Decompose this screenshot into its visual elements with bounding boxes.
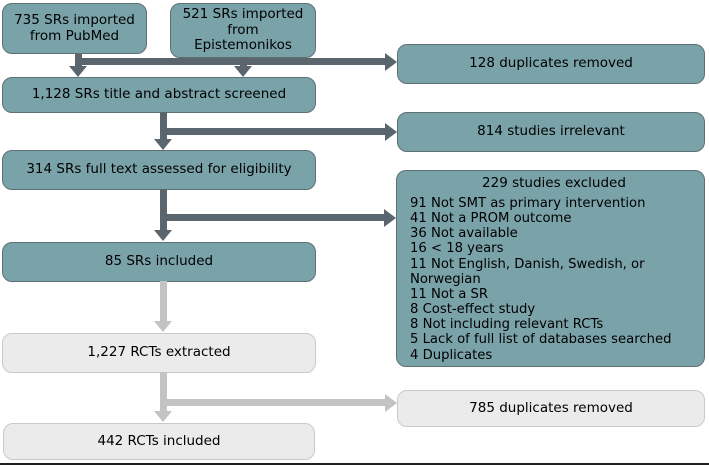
arrowhead-screened-down: [154, 139, 172, 150]
excluded-item: 11 Not a SR: [410, 286, 489, 302]
box-studies-irrelevant: 814 studies irrelevant: [397, 112, 705, 152]
excluded-item: 4 Duplicates: [410, 347, 493, 363]
figure-bottom-border: [0, 463, 709, 465]
excluded-item: 11 Not English, Danish, Swedish, or Norw…: [410, 256, 645, 287]
connector-to-duplicates-128: [76, 58, 385, 65]
arrowhead-excluded: [384, 209, 396, 227]
excluded-item: 8 Not including relevant RCTs: [410, 317, 604, 333]
box-title-abstract-screened: 1,128 SRs title and abstract screened: [2, 77, 316, 113]
box-epistemonikos-imported: 521 SRs imported from Epistemonikos: [170, 3, 316, 58]
box-srs-included: 85 SRs included: [2, 242, 316, 282]
box-pubmed-imported: 735 SRs imported from PubMed: [2, 3, 147, 54]
connector-to-irrelevant: [163, 128, 385, 135]
connector-extracted-down: [160, 372, 167, 412]
excluded-item: 36 Not available: [410, 226, 518, 242]
arrowhead-irrelevant: [385, 123, 397, 141]
arrowhead-pubmed-down: [69, 66, 87, 77]
arrowhead-duplicates-128: [385, 53, 397, 71]
connector-to-duplicates-785: [163, 399, 385, 406]
excluded-item: 16 < 18 years: [410, 241, 504, 257]
connector-included85-down: [160, 281, 167, 322]
excluded-item: 5 Lack of full list of databases searche…: [410, 332, 672, 348]
box-duplicates-removed-128: 128 duplicates removed: [397, 44, 705, 84]
excluded-item: 91 Not SMT as primary intervention: [410, 195, 646, 211]
box-fulltext-assessed: 314 SRs full text assessed for eligibili…: [2, 150, 316, 190]
connector-fulltext-down: [160, 189, 167, 230]
arrowhead-extracted-down: [154, 411, 172, 422]
excluded-title: 229 studies excluded: [482, 175, 626, 191]
excluded-item: 41 Not a PROM outcome: [410, 211, 572, 227]
box-duplicates-removed-785: 785 duplicates removed: [397, 390, 705, 427]
box-studies-excluded: 229 studies excluded 91 Not SMT as prima…: [396, 170, 705, 367]
connector-screened-down: [160, 112, 167, 140]
arrowhead-duplicates-785: [385, 394, 397, 412]
arrowhead-fulltext-down: [154, 230, 172, 241]
box-rcts-extracted: 1,227 RCTs extracted: [2, 333, 316, 373]
connector-to-excluded: [163, 214, 384, 221]
box-rcts-included: 442 RCTs included: [3, 423, 315, 460]
arrowhead-epistemonikos-down: [234, 66, 252, 77]
arrowhead-included85-down: [154, 321, 172, 332]
excluded-item: 8 Cost-effect study: [410, 302, 536, 318]
